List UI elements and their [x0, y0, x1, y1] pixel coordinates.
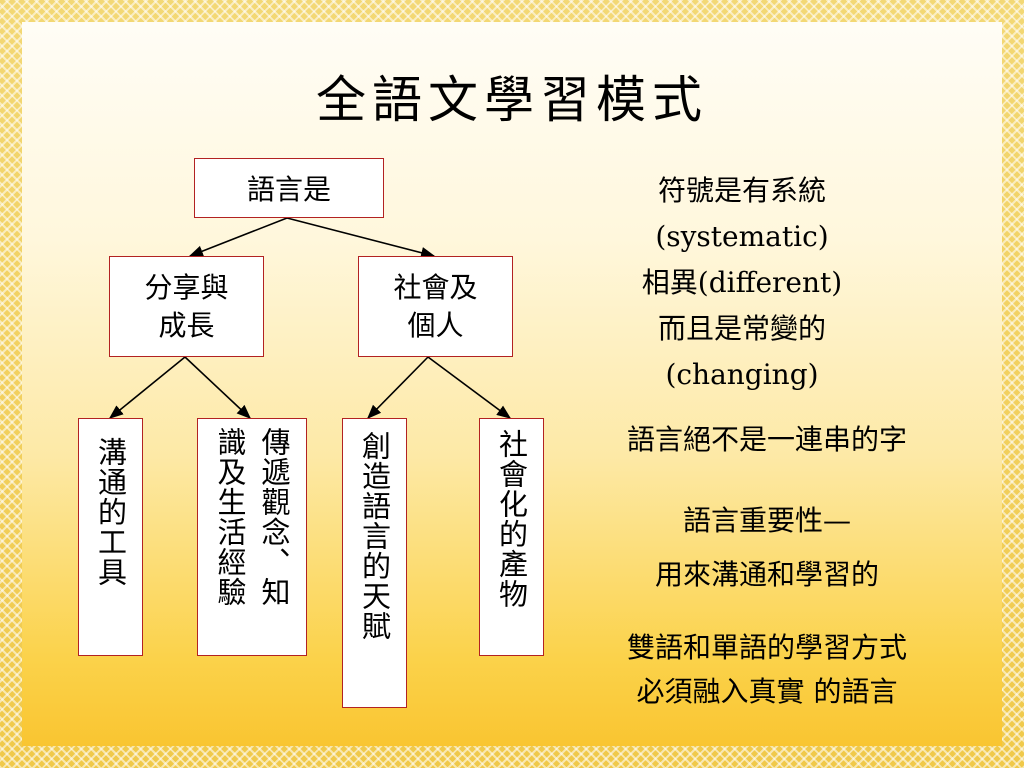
- tree-connectors: [108, 217, 512, 420]
- node-share-grow-label: 分享與 成長: [144, 270, 229, 342]
- leaf-socialization-product-label: 社會化的產物: [494, 429, 529, 609]
- note-bilingual: 雙語和單語的學習方式 必須融入真實 的語言: [567, 626, 967, 714]
- node-share-grow: 分享與 成長: [109, 256, 264, 357]
- arrow-root-to-share: [188, 217, 288, 257]
- leaf-communication-tool: 溝通的工具: [78, 418, 143, 656]
- note-systematic-line-5: (changing): [665, 358, 819, 391]
- note-importance-line-1: 語言重要性—: [682, 504, 851, 537]
- note-systematic: 符號是有系統 (systematic) 相異(different) 而且是常變的…: [602, 168, 882, 398]
- slide-title: 全語文學習模式: [316, 71, 708, 129]
- note-systematic-line-2: (systematic): [655, 220, 829, 253]
- arrow-share-to-tool: [108, 356, 186, 419]
- leaf-socialization-product: 社會化的產物: [479, 418, 544, 656]
- leaf-transmit-knowledge-label: 傳遞觀念、知 識及生活經驗: [213, 427, 291, 607]
- node-social-individual: 社會及 個人: [358, 256, 513, 357]
- arrow-share-to-knowledge: [184, 356, 252, 419]
- note-not-string: 語言絕不是一連串的字: [626, 423, 907, 456]
- note-importance: 語言重要性— 用來溝通和學習的: [582, 494, 952, 602]
- slide: 全語文學習模式 語言是 分享與 成長 社會及 個人 溝通的工具 傳遞觀念、知 識…: [22, 22, 1002, 746]
- arrow-social-to-talent: [366, 356, 429, 420]
- node-social-individual-label: 社會及 個人: [393, 270, 478, 342]
- leaf-language-talent: 創造語言的天賦: [342, 418, 407, 708]
- root-node-label: 語言是: [246, 173, 331, 206]
- note-bilingual-line-2: 必須融入真實 的語言: [636, 675, 898, 708]
- leaf-language-talent-label: 創造語言的天賦: [357, 431, 392, 641]
- note-importance-line-2: 用來溝通和學習的: [654, 558, 879, 591]
- note-systematic-line-1: 符號是有系統: [657, 174, 826, 207]
- note-systematic-line-3: 相異(different): [641, 266, 843, 299]
- leaf-communication-tool-label: 溝通的工具: [93, 437, 128, 587]
- root-node: 語言是: [194, 158, 384, 218]
- arrow-root-to-social: [286, 217, 436, 259]
- leaf-transmit-knowledge: 傳遞觀念、知 識及生活經驗: [197, 418, 307, 656]
- arrow-social-to-socialization: [427, 356, 512, 419]
- note-bilingual-line-1: 雙語和單語的學習方式: [626, 631, 907, 664]
- note-systematic-line-4: 而且是常變的: [657, 312, 826, 345]
